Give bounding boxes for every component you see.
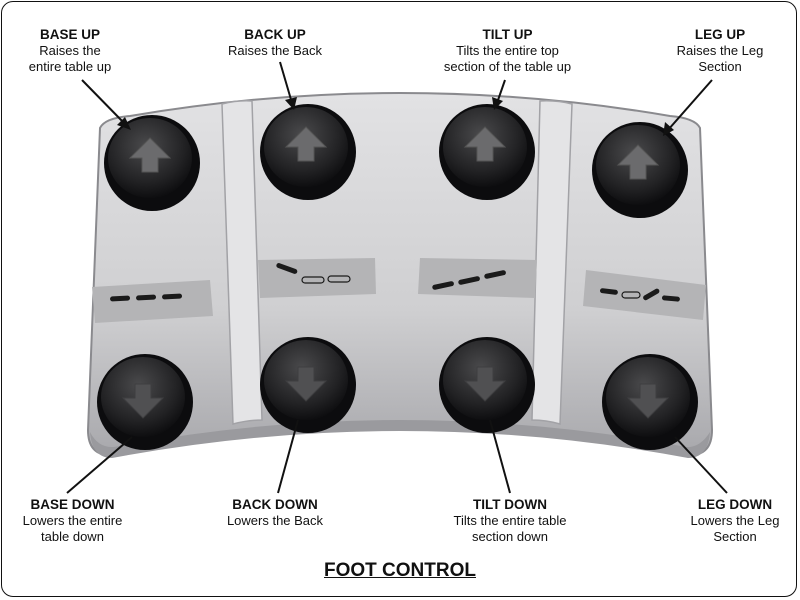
label-description: Tilts the entire top section of the tabl… <box>443 43 572 74</box>
right-rib <box>531 100 573 425</box>
leader-back-down <box>277 419 299 494</box>
left-rib <box>221 100 263 425</box>
label-base-down: BASE DOWN Lowers the entire table down <box>0 497 145 545</box>
up-arrow-icon <box>463 126 507 162</box>
label-back-up: BACK UP Raises the Back <box>200 27 350 59</box>
down-arrow-icon <box>626 383 670 419</box>
leader-base-down <box>66 436 133 494</box>
tilt-down-button[interactable] <box>439 337 535 433</box>
label-description: Lowers the Back <box>226 513 324 528</box>
label-description: Lowers the Leg Section <box>690 513 780 544</box>
leader-base-up <box>81 79 131 130</box>
panel-tilt <box>418 258 537 298</box>
back-up-button[interactable] <box>260 104 356 200</box>
panel-leg <box>583 270 706 320</box>
label-description: Raises the Back <box>228 43 322 58</box>
label-title: BASE UP <box>39 27 100 42</box>
leg-up-button[interactable] <box>592 122 688 218</box>
down-arrow-icon <box>284 366 328 402</box>
label-description: Tilts the entire table section down <box>453 513 567 544</box>
up-arrow-icon <box>128 137 172 173</box>
leader-leg-up <box>663 79 713 136</box>
label-title: BACK UP <box>244 27 306 42</box>
panel-base <box>92 280 213 323</box>
label-title: BACK DOWN <box>232 497 318 512</box>
down-arrow-icon <box>121 383 165 419</box>
label-tilt-down: TILT DOWN Tilts the entire table section… <box>425 497 595 545</box>
label-description: Raises the Leg Section <box>676 43 764 74</box>
body-bottom-edge <box>90 420 710 458</box>
label-leg-down: LEG DOWN Lowers the Leg Section <box>675 497 795 545</box>
label-back-down: BACK DOWN Lowers the Back <box>205 497 345 529</box>
leader-back-up <box>279 61 297 110</box>
label-title: LEG DOWN <box>697 497 773 512</box>
diagram-title: FOOT CONTROL <box>324 560 476 581</box>
label-description: Lowers the entire table down <box>22 513 123 544</box>
panel-back <box>258 258 376 298</box>
up-arrow-icon <box>616 144 660 180</box>
up-arrow-icon <box>284 126 328 162</box>
base-down-button[interactable] <box>97 354 193 450</box>
label-leg-up: LEG UP Raises the Leg Section <box>660 27 780 75</box>
label-title: TILT DOWN <box>473 497 547 512</box>
label-title: BASE DOWN <box>30 497 115 512</box>
leader-lines <box>66 61 728 494</box>
label-tilt-up: TILT UP Tilts the entire top section of … <box>420 27 595 75</box>
label-title: LEG UP <box>694 27 746 42</box>
back-down-button[interactable] <box>260 337 356 433</box>
label-base-up: BASE UP Raises the entire table up <box>5 27 135 75</box>
label-title: TILT UP <box>482 27 533 42</box>
leg-down-button[interactable] <box>602 354 698 450</box>
leader-leg-down <box>674 436 728 494</box>
leader-tilt-down <box>489 419 511 494</box>
down-arrow-icon <box>463 366 507 402</box>
label-description: Raises the entire table up <box>28 43 112 74</box>
tilt-up-button[interactable] <box>439 104 535 200</box>
base-up-button[interactable] <box>104 115 200 211</box>
leader-tilt-up <box>492 79 506 110</box>
